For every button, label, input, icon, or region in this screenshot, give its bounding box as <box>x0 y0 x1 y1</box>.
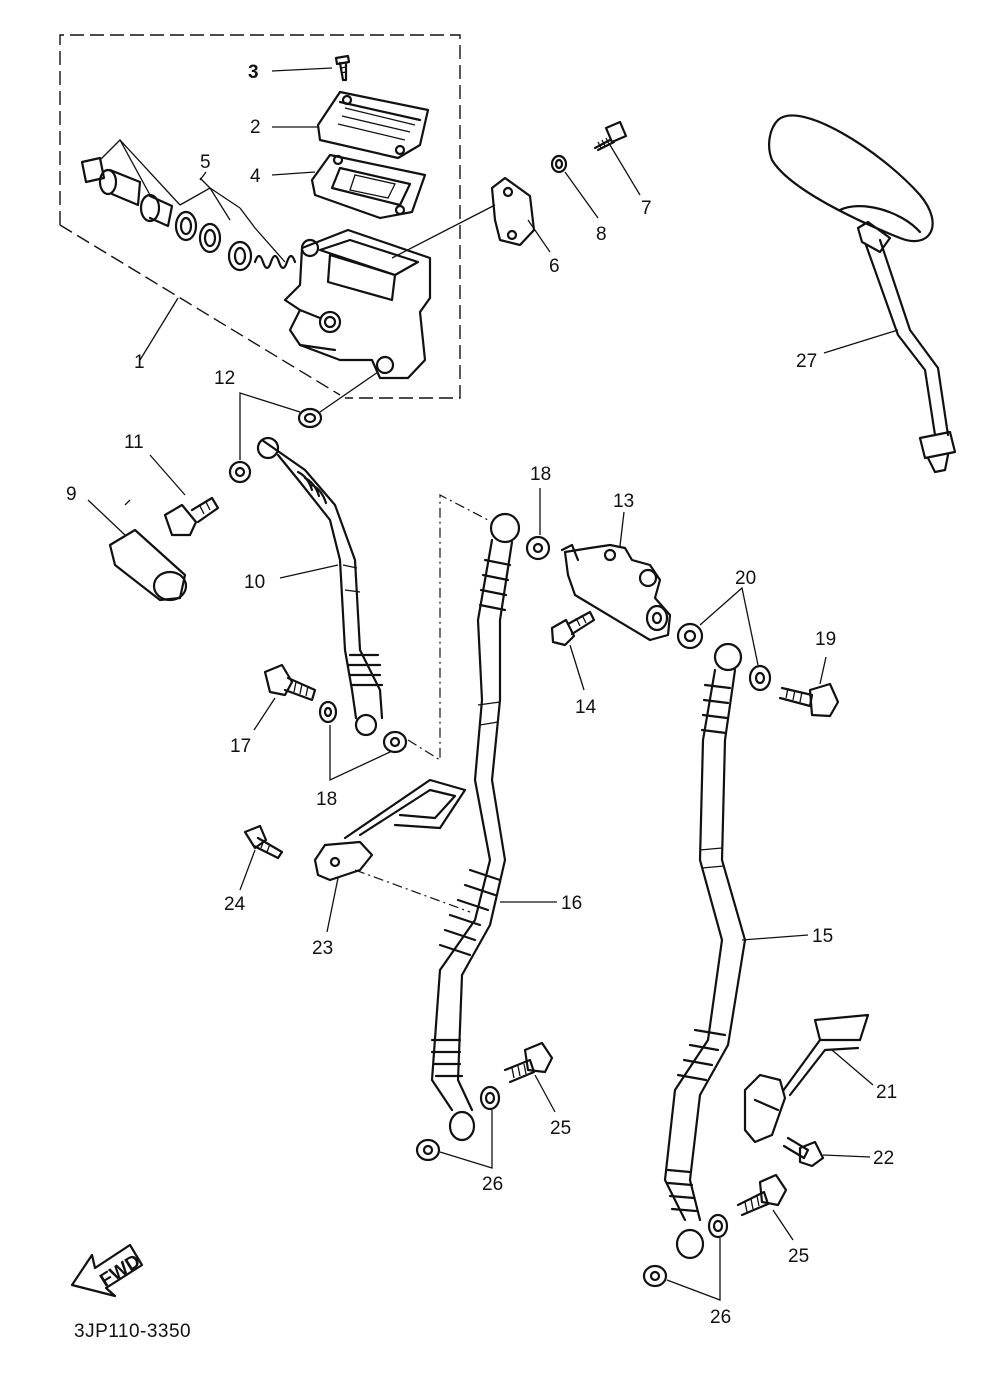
callout-26-left: 26 <box>482 1174 503 1195</box>
callout-5: 5 <box>200 152 211 173</box>
part-27-mirror <box>768 114 957 474</box>
part-7-bolt <box>593 120 628 152</box>
callout-11: 11 <box>124 432 144 453</box>
part-18-washer-upper <box>525 488 551 561</box>
part-17-bolt <box>263 663 317 702</box>
callout-22: 22 <box>873 1148 894 1169</box>
callout-8: 8 <box>596 224 607 245</box>
part-11-banjo-bolt <box>163 496 220 537</box>
callout-18-upper: 18 <box>530 464 551 485</box>
fwd-arrow-icon: FWD <box>70 1243 144 1298</box>
part-4-diaphragm <box>310 153 427 220</box>
callout-10: 10 <box>244 572 265 593</box>
part-2-reservoir-cap <box>316 90 430 160</box>
part-14-bolt <box>550 610 596 647</box>
part-13-three-way-joint <box>560 543 672 642</box>
callout-18-lower: 18 <box>316 789 337 810</box>
part-25-bolt-right <box>736 1173 788 1217</box>
part-19-bolt <box>778 682 840 718</box>
callout-20: 20 <box>735 568 756 589</box>
callout-15: 15 <box>812 926 833 947</box>
part-23-hose-holder <box>313 778 471 913</box>
part-8-washer <box>550 154 568 174</box>
part-26-washers-left <box>415 1085 501 1169</box>
callout-1: 1 <box>134 352 145 373</box>
part-9-cap <box>108 528 188 602</box>
callout-25-left: 25 <box>550 1118 571 1139</box>
callout-17: 17 <box>230 736 251 757</box>
part-10-hose <box>256 436 384 737</box>
part-22-bolt <box>782 1136 825 1168</box>
callout-27: 27 <box>796 351 817 372</box>
part-24-bolt <box>243 824 284 860</box>
callout-4: 4 <box>250 166 261 187</box>
callout-3: 3 <box>248 62 259 83</box>
callout-23: 23 <box>312 938 333 959</box>
callout-12: 12 <box>214 368 235 389</box>
part-3-screw <box>334 54 351 82</box>
part-1-master-cylinder-body <box>283 228 432 380</box>
callout-19: 19 <box>815 629 836 650</box>
callout-16: 16 <box>561 893 582 914</box>
callout-26-right: 26 <box>710 1307 731 1328</box>
part-26-washers-right <box>642 1213 729 1301</box>
callout-7: 7 <box>641 198 652 219</box>
part-20-washers <box>676 586 772 692</box>
callout-21: 21 <box>876 1082 897 1103</box>
part-25-bolt-left <box>503 1041 554 1084</box>
callout-25-right: 25 <box>788 1246 809 1267</box>
leader-lines <box>87 67 899 1241</box>
master-cylinder-assembly-box <box>59 34 461 399</box>
diagram-code: 3JP110-3350 <box>74 1321 191 1342</box>
callout-labels: 3 2 4 5 6 7 8 1 12 11 9 10 17 18 18 13 1… <box>66 62 897 1328</box>
part-15-hose <box>663 642 747 1260</box>
callout-14: 14 <box>575 697 597 718</box>
callout-6: 6 <box>549 256 560 277</box>
part-5-piston-kit <box>80 139 297 272</box>
part-16-hose <box>430 512 521 1142</box>
part-12-washers <box>228 371 379 484</box>
callout-24: 24 <box>224 894 246 915</box>
part-21-hose-holder <box>743 1013 870 1144</box>
callout-2: 2 <box>250 117 261 138</box>
part-18-washers-left <box>318 494 489 782</box>
part-6-clamp <box>391 176 536 259</box>
callout-9: 9 <box>66 484 77 505</box>
callout-13: 13 <box>613 491 634 512</box>
